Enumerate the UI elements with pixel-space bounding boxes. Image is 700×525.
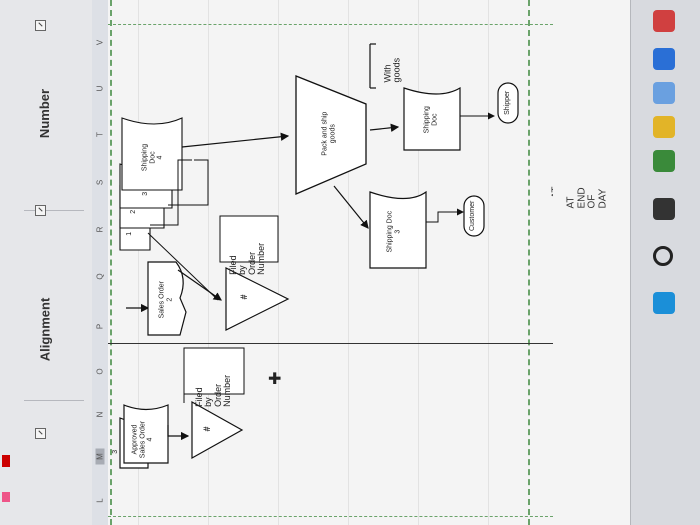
excel-ribbon: Number Alignment	[0, 0, 93, 525]
approved-sales-order-label: Approved Sales Order 4	[131, 420, 154, 459]
flow-arrow	[369, 123, 400, 132]
shipping-doc-stack[interactable]	[119, 117, 183, 251]
shipper-label: Shipper	[504, 90, 512, 115]
customer-terminator[interactable]	[463, 195, 485, 237]
worksheet[interactable]: Approved Sales Order 4 3 # Filed by Orde…	[108, 0, 553, 525]
number-group-label: Number	[37, 88, 53, 139]
column-header-t[interactable]: T	[95, 132, 105, 137]
page-break-line	[528, 0, 530, 525]
column-header-n[interactable]: N	[95, 411, 105, 418]
mail-icon[interactable]	[653, 48, 675, 70]
flow-arrow	[181, 132, 290, 148]
shipping-doc-4-label: Shipping Doc 4	[141, 143, 164, 172]
column-header-p[interactable]: P	[95, 323, 105, 330]
alignment-group-label: Alignment	[37, 297, 53, 362]
windows-taskbar	[630, 0, 700, 525]
approved-sales-order-document[interactable]	[119, 404, 169, 469]
flowchart-canvas	[119, 43, 519, 469]
cell-cursor-icon: ✚	[268, 371, 282, 388]
column-header-v[interactable]: V	[95, 39, 105, 46]
ribbon-group-separator	[24, 210, 84, 211]
column-header-bar: L M N O P Q R S T U V	[92, 0, 109, 525]
file-symbol-2-label: #	[239, 294, 250, 300]
filed-by-order-number-1: Filed by Order Number	[194, 374, 233, 407]
ribbon-group-separator	[24, 400, 84, 401]
at-end-of-day-text: AT END OF DAY	[565, 187, 609, 209]
customer-label: Customer	[469, 200, 477, 232]
connector-line	[147, 232, 219, 301]
number-dialog-launcher-icon[interactable]	[35, 20, 46, 31]
flow-arrow	[167, 425, 190, 441]
column-header-o[interactable]: O	[95, 368, 105, 375]
file-symbol-1-label: #	[202, 426, 213, 432]
windows-icon[interactable]	[653, 292, 675, 314]
grid-line	[348, 0, 349, 525]
filed-by-order-number-2: Filed by Order Number	[228, 242, 267, 275]
store-icon[interactable]	[653, 82, 675, 104]
with-goods-label: With goods	[382, 57, 402, 83]
file-explorer-icon[interactable]	[653, 116, 675, 138]
page-break-line	[108, 24, 553, 25]
shipping-copy-2-label: 2	[130, 209, 138, 214]
filed-box-1	[183, 347, 245, 395]
file-symbol-triangle-2[interactable]	[225, 267, 290, 331]
shipping-copy-3-label: 3	[142, 191, 150, 196]
shipper-terminator[interactable]	[497, 82, 519, 124]
swimlane-separator	[108, 343, 553, 344]
search-icon[interactable]	[653, 246, 673, 266]
office-icon[interactable]	[653, 10, 675, 32]
shipping-doc-3-document[interactable]	[369, 190, 427, 269]
grid-line	[138, 0, 139, 525]
flow-arrow	[333, 185, 369, 229]
shipping-doc-right-document[interactable]	[403, 86, 461, 151]
file-symbol-triangle-1[interactable]	[191, 400, 244, 460]
page-break-line	[108, 516, 553, 517]
column-header-l[interactable]: L	[95, 498, 105, 503]
sales-order-2-document[interactable]	[147, 261, 187, 336]
grid-line	[208, 0, 209, 525]
page-break-line	[110, 0, 112, 525]
pack-and-ship-manual-operation[interactable]	[295, 75, 367, 195]
connector-line	[150, 159, 192, 226]
column-header-m[interactable]: M	[95, 448, 105, 465]
shipping-doc-right-label: Shipping Doc	[423, 106, 438, 134]
sales-order-2-label: Sales Order 2	[158, 281, 173, 319]
column-header-r[interactable]: R	[95, 226, 105, 233]
font-dialog-launcher-icon[interactable]	[35, 428, 46, 439]
filed-box-2	[219, 215, 279, 263]
fill-color-marker[interactable]	[2, 492, 10, 502]
font-color-marker[interactable]	[2, 455, 10, 467]
shipping-doc-3-label: Shipping Doc 3	[386, 210, 401, 253]
shipping-copy-1-label: 1	[126, 231, 134, 236]
column-header-u[interactable]: U	[95, 85, 105, 92]
edge-icon[interactable]	[653, 150, 675, 172]
column-header-q[interactable]: Q	[95, 273, 105, 280]
flow-arrow	[177, 269, 222, 301]
grid-line	[488, 0, 489, 525]
connector-line	[168, 159, 209, 206]
alignment-dialog-launcher-icon[interactable]	[35, 205, 46, 216]
column-header-s[interactable]: S	[95, 179, 105, 186]
worksheet-margin	[553, 0, 630, 525]
task-view-icon[interactable]	[653, 198, 675, 220]
flow-arrow	[426, 208, 464, 223]
approved-sales-order-copy-number: 3	[112, 449, 120, 454]
pack-and-ship-label: Pack and ship goods	[321, 111, 336, 156]
